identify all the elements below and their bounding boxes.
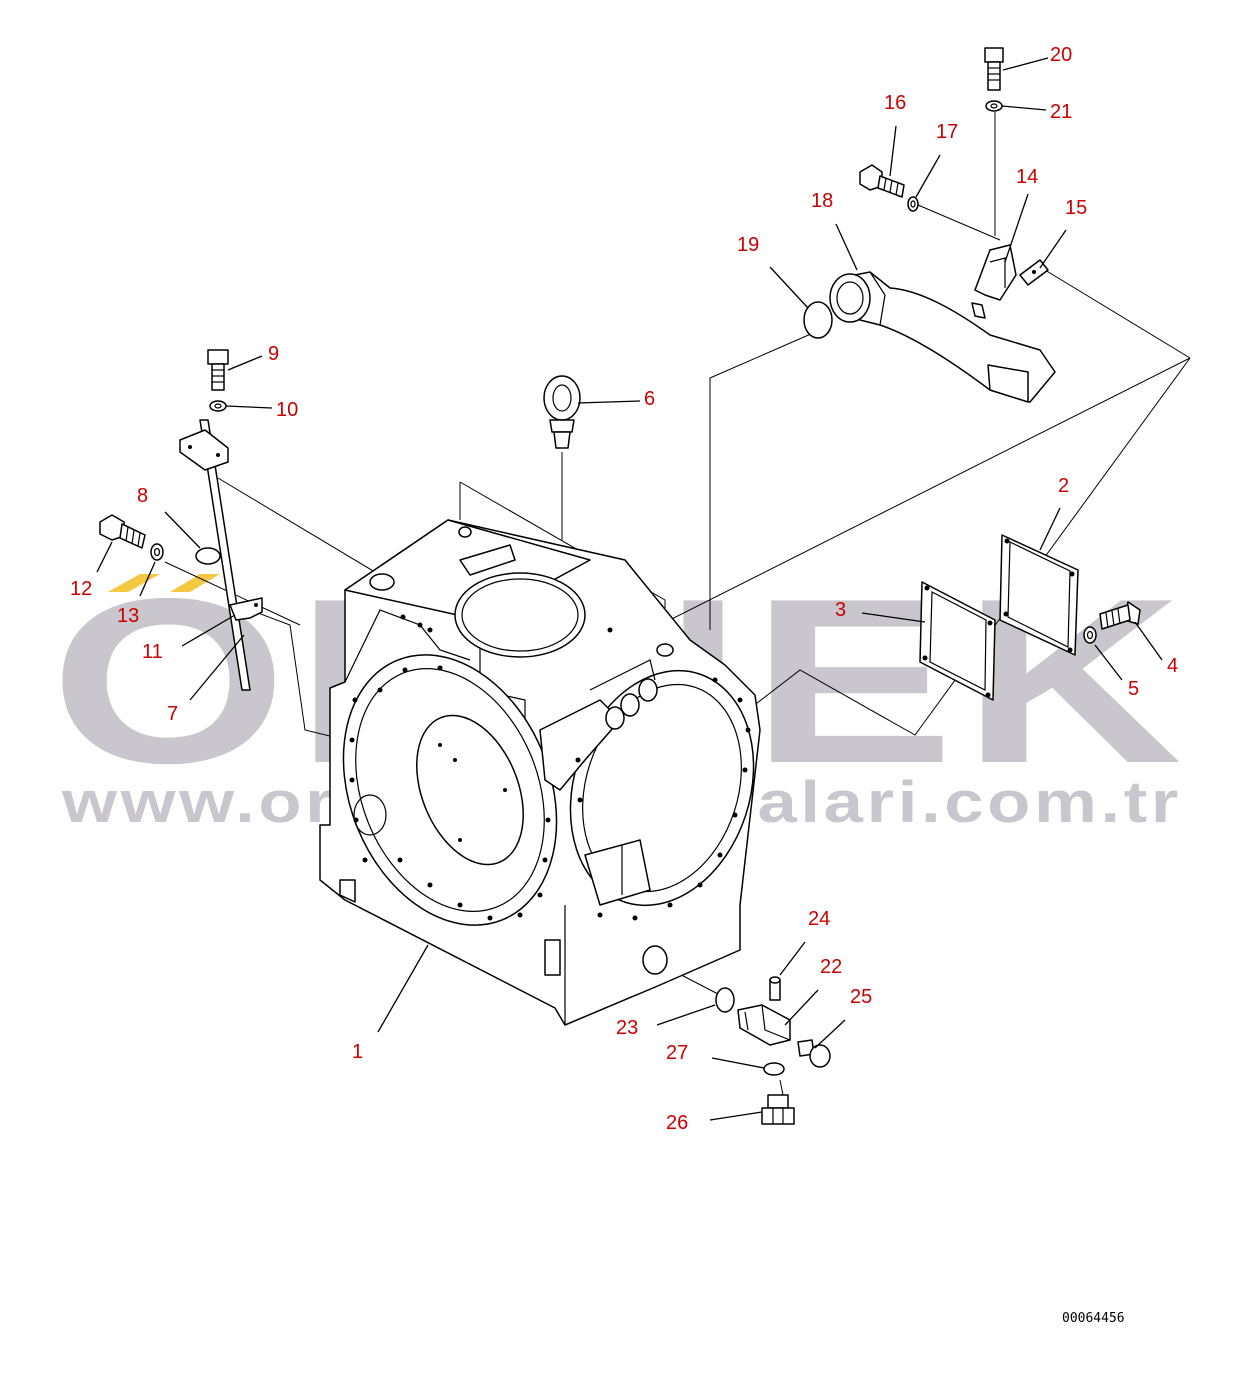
cover-plate xyxy=(999,534,1079,656)
assembly-line-pipe xyxy=(709,329,821,630)
drain-plug xyxy=(761,1094,795,1125)
callout-19: 19 xyxy=(737,234,759,256)
assembly-line-pipe-bolt xyxy=(629,357,1191,641)
callout-2: 2 xyxy=(1058,475,1069,497)
callout-23: 23 xyxy=(616,1017,638,1039)
transmission-case xyxy=(319,519,761,1026)
pipe-bolt xyxy=(859,164,905,198)
leader-24 xyxy=(779,941,806,976)
leader-13 xyxy=(139,561,156,597)
callout-8: 8 xyxy=(137,485,148,507)
callout-9: 9 xyxy=(268,343,279,365)
leader-25 xyxy=(814,1019,846,1049)
assembly-line-eyebolt-right xyxy=(459,481,666,612)
gauge-clamp xyxy=(229,597,263,621)
cover-washer xyxy=(1083,626,1097,644)
bracket-washer xyxy=(985,100,1003,112)
cover-bolt xyxy=(1099,601,1141,630)
drain-o-ring xyxy=(763,1062,785,1076)
callout-6: 6 xyxy=(644,388,655,410)
leader-16 xyxy=(889,125,897,177)
callout-1: 1 xyxy=(352,1041,363,1063)
leader-2 xyxy=(1039,507,1061,551)
pipe-bracket xyxy=(971,244,1017,319)
callout-11: 11 xyxy=(142,641,163,663)
gauge-washer xyxy=(209,400,227,412)
pipe-o-ring xyxy=(803,301,833,339)
leader-lines xyxy=(96,57,1163,1121)
callout-3: 3 xyxy=(835,599,846,621)
callout-5: 5 xyxy=(1128,678,1139,700)
leader-26 xyxy=(709,1111,763,1121)
leader-4 xyxy=(1134,621,1163,661)
leader-19 xyxy=(769,266,809,309)
leader-10 xyxy=(225,405,273,409)
callout-16: 16 xyxy=(884,92,906,114)
callout-24: 24 xyxy=(808,908,830,930)
leader-27 xyxy=(711,1057,765,1069)
pipe-clip xyxy=(1019,259,1049,286)
cover-gasket xyxy=(919,581,996,701)
leader-9 xyxy=(227,355,263,371)
callout-15: 15 xyxy=(1065,197,1087,219)
leader-15 xyxy=(1039,229,1067,269)
leader-17 xyxy=(915,154,941,198)
oil-level-gauge xyxy=(179,419,251,691)
watermark-accent-right xyxy=(170,574,220,592)
leader-20 xyxy=(1002,57,1049,71)
callout-10: 10 xyxy=(276,399,298,421)
connector-pin xyxy=(769,976,781,1001)
leader-7 xyxy=(189,634,245,701)
temperature-sensor xyxy=(737,1004,791,1046)
pipe-washer xyxy=(907,196,919,212)
clamp-washer xyxy=(150,543,164,561)
leader-14 xyxy=(1004,193,1029,263)
callout-12: 12 xyxy=(70,578,92,600)
callout-22: 22 xyxy=(820,956,842,978)
leader-12 xyxy=(96,541,113,573)
callout-20: 20 xyxy=(1050,44,1072,66)
leader-5 xyxy=(1094,644,1123,681)
callout-17: 17 xyxy=(936,121,958,143)
leader-23 xyxy=(656,1004,716,1026)
callout-14: 14 xyxy=(1016,166,1038,188)
gauge-bolt xyxy=(207,349,229,391)
leader-21 xyxy=(1001,105,1047,111)
leader-22 xyxy=(784,989,819,1026)
assembly-lines xyxy=(164,112,1191,1106)
assembly-line-washer-17 xyxy=(917,204,1001,241)
sensor-o-ring xyxy=(715,987,735,1013)
callout-27: 27 xyxy=(666,1042,688,1064)
leader-11 xyxy=(181,614,236,647)
callout-labels: 1 2 3 4 5 6 7 8 9 10 11 12 13 14 15 16 1… xyxy=(70,44,1178,1134)
leader-6 xyxy=(577,400,641,404)
drawing-code: 00064456 xyxy=(1062,1311,1125,1326)
bracket-bolt xyxy=(984,47,1004,91)
gauge-cap xyxy=(195,547,221,565)
leader-18 xyxy=(835,223,858,271)
leader-3 xyxy=(861,612,926,623)
assembly-line-cover xyxy=(734,357,1191,736)
callout-7: 7 xyxy=(167,703,178,725)
callout-13: 13 xyxy=(117,605,139,627)
eye-bolt xyxy=(543,375,581,449)
plug xyxy=(797,1039,831,1068)
breather-pipe xyxy=(829,271,1056,403)
callout-21: 21 xyxy=(1050,101,1072,123)
callout-25: 25 xyxy=(850,986,872,1008)
callout-4: 4 xyxy=(1167,655,1178,677)
leader-8 xyxy=(164,511,201,549)
assembly-line-bracket xyxy=(1044,269,1191,359)
leader-1 xyxy=(377,944,429,1033)
watermark-accent-left xyxy=(108,574,160,592)
callout-26: 26 xyxy=(666,1112,688,1134)
callout-18: 18 xyxy=(811,190,833,212)
clamp-bolt xyxy=(99,514,146,549)
case-bolt-holes xyxy=(349,614,751,921)
